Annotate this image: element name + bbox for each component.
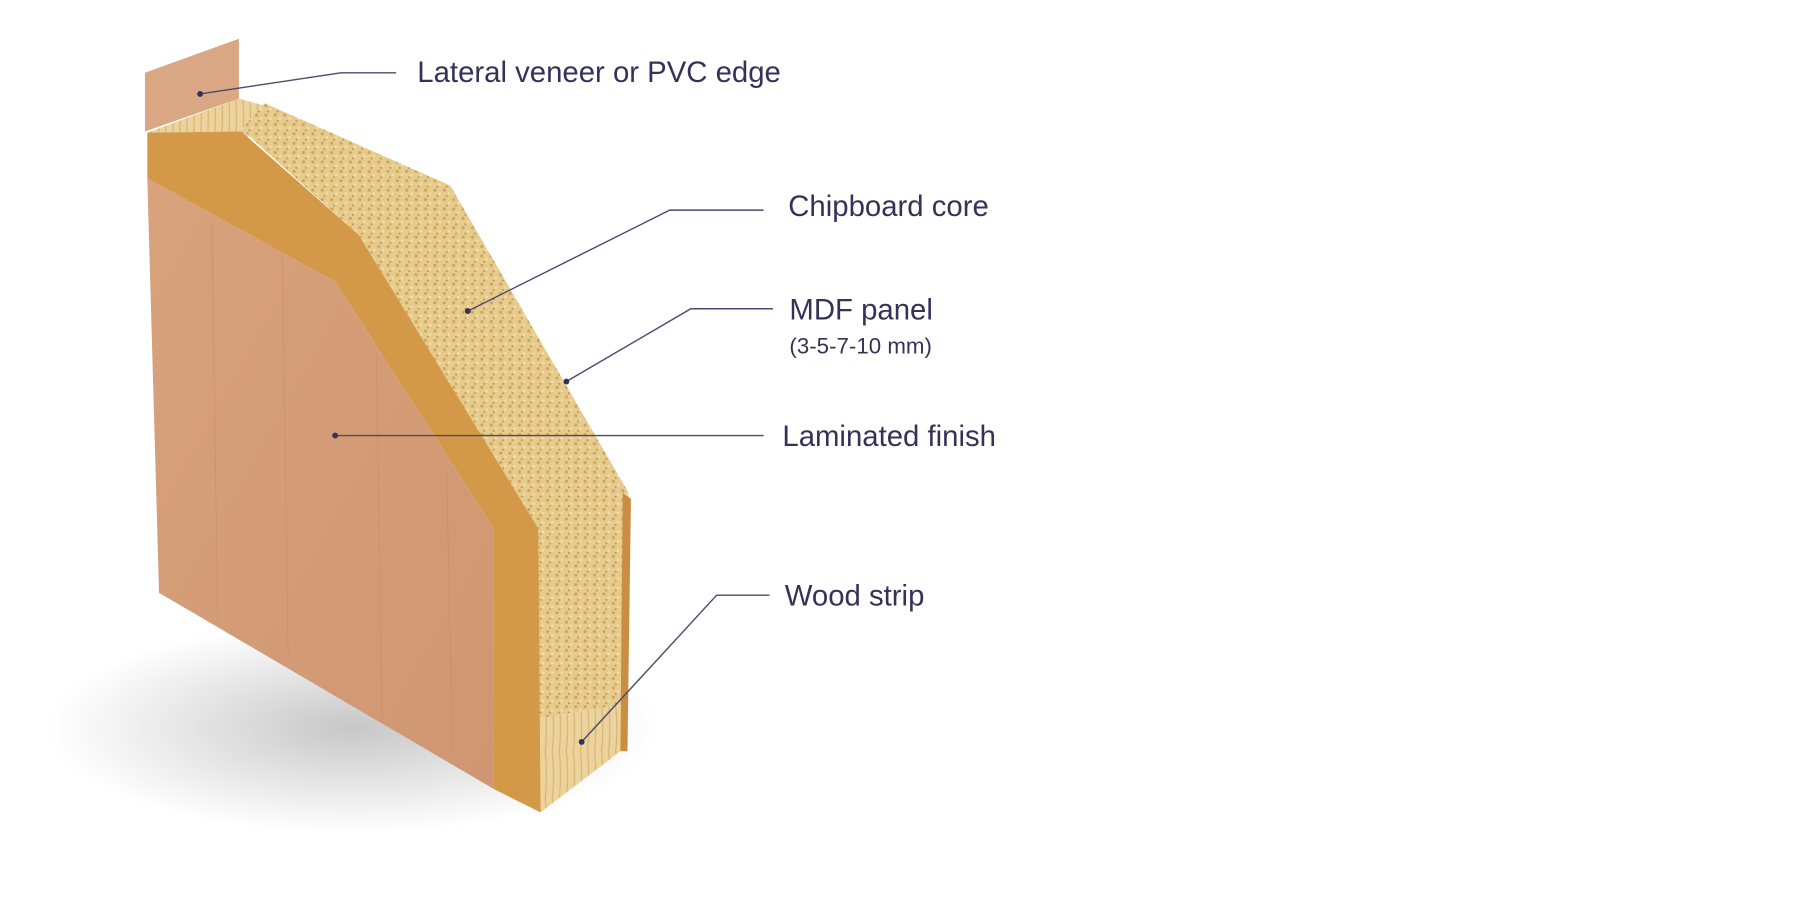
leader-mdf <box>566 308 774 383</box>
mdf-panel-shape <box>147 131 541 813</box>
veneer-edge <box>144 38 239 132</box>
wood-strip-shape <box>538 704 623 813</box>
back-mdf-edge <box>620 493 631 752</box>
label-mdf: MDF panel <box>789 293 932 326</box>
label-chipboard: Chipboard core <box>788 190 989 223</box>
leader-chipboard <box>467 209 764 312</box>
label-wood-strip: Wood strip <box>785 580 925 613</box>
chipboard-core-shape <box>241 103 629 719</box>
leader-wood-strip <box>581 594 770 743</box>
marker-laminate <box>332 432 339 439</box>
marker-mdf <box>563 378 570 385</box>
label-veneer: Lateral veneer or PVC edge <box>417 56 781 89</box>
label-mdf-thickness: (3-5-7-10 mm) <box>789 333 931 358</box>
marker-veneer <box>197 90 204 97</box>
leader-veneer <box>200 72 397 95</box>
label-laminate: Laminated finish <box>782 420 996 453</box>
top-pine <box>147 98 265 139</box>
marker-chipboard <box>464 308 471 315</box>
marker-wood-strip <box>578 738 585 745</box>
laminate-face-shape <box>147 178 494 789</box>
